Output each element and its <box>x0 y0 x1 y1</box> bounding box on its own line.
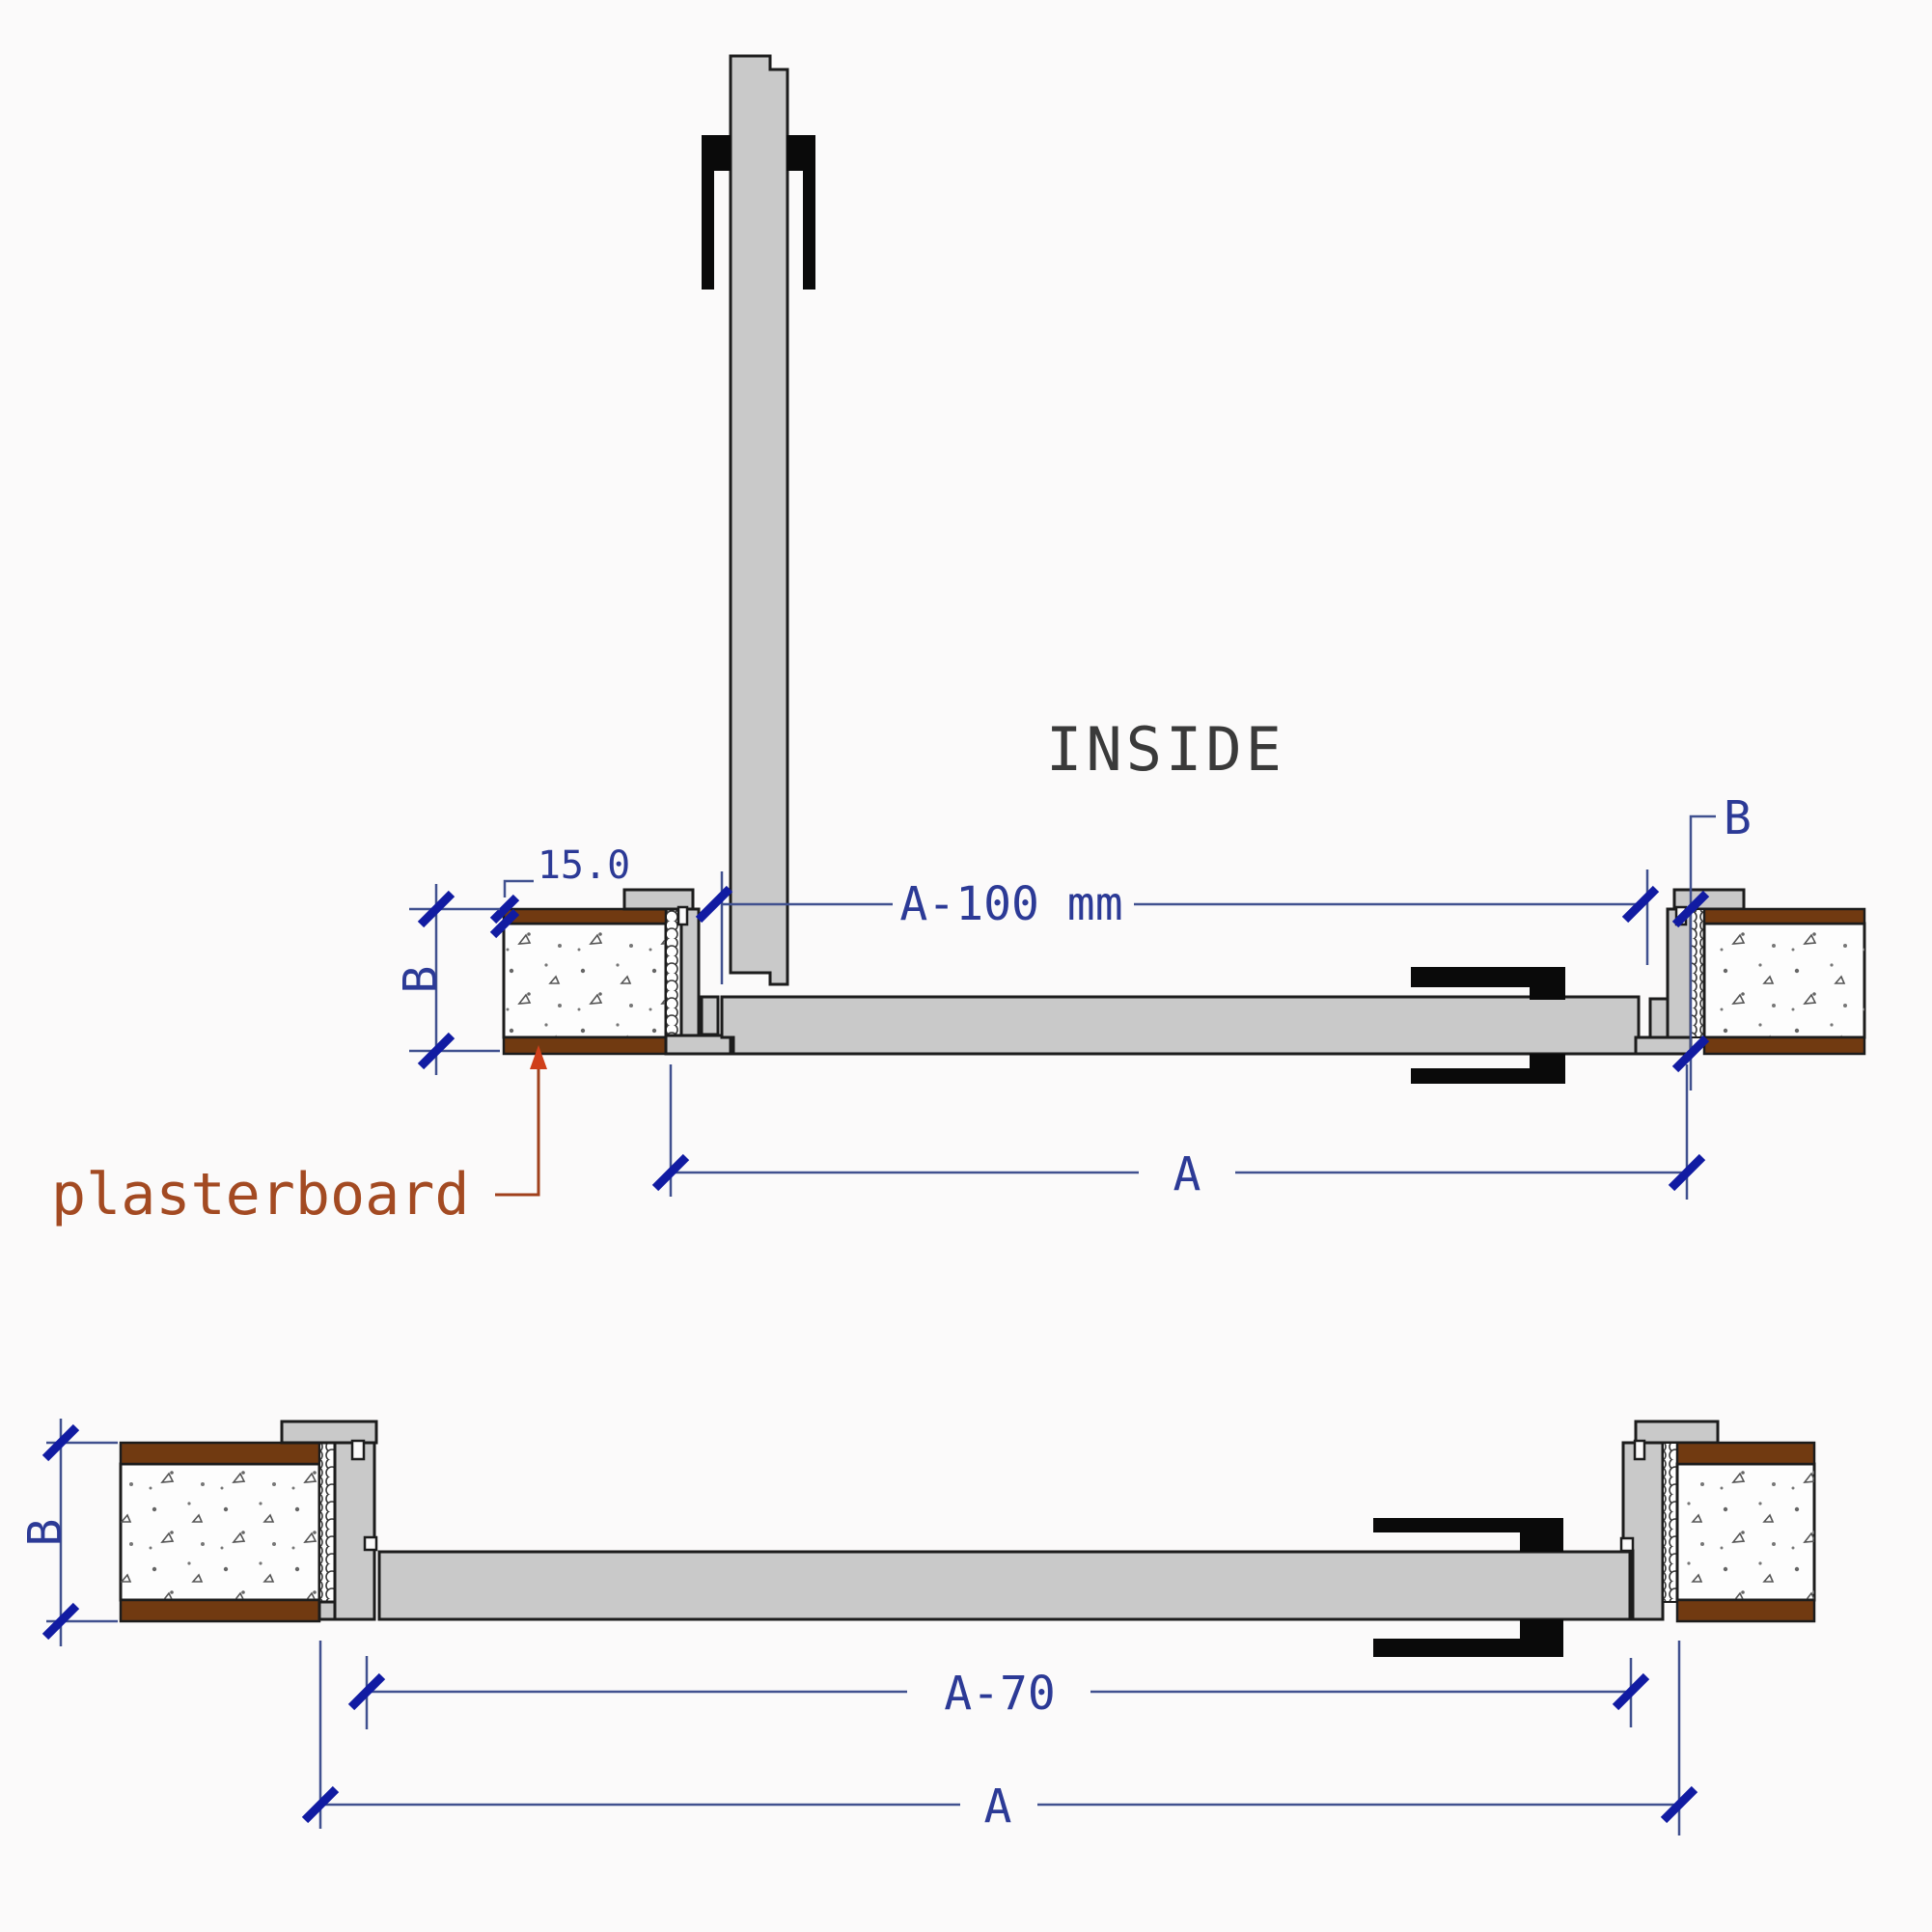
frame-foot <box>1634 1035 1693 1056</box>
door-leaf-closed <box>720 995 1641 1056</box>
dim-label-b: B <box>1724 791 1752 845</box>
dim-a-top-opening: A <box>651 1064 1706 1201</box>
door-handle-open <box>702 135 815 290</box>
dim-b-left-top: B <box>394 884 500 1075</box>
frame-seal-left <box>665 908 682 1038</box>
frame-body <box>679 907 701 1039</box>
dim-label-a70: A-70 <box>944 1667 1056 1721</box>
frame-groove <box>676 905 689 926</box>
plasterboard-callout: plasterboard <box>51 1045 547 1228</box>
dim-label-15: 15.0 <box>538 843 630 888</box>
frame-stop <box>1648 997 1670 1039</box>
frame-casing <box>1634 1420 1720 1445</box>
handle-bracket-top <box>1373 1518 1563 1552</box>
door-handle-closed <box>1411 967 1565 1084</box>
frame-groove-side <box>1619 1536 1635 1553</box>
frame-body <box>1666 907 1693 1056</box>
dim-a100-clear-opening: A-100 mm <box>695 869 1660 984</box>
door-frame-left-closed <box>280 1420 378 1621</box>
dim-label-b: B <box>18 1519 72 1547</box>
handle-bracket-left <box>702 135 731 290</box>
plasterboard-layer-bottom <box>502 1035 668 1056</box>
handle-bracket-top <box>1411 967 1565 1000</box>
bottom-left-wall <box>119 1441 321 1623</box>
frame-groove-top <box>1633 1439 1646 1461</box>
top-left-wall <box>502 907 668 1056</box>
handle-bracket-right <box>787 135 815 290</box>
plasterboard-arrowhead <box>530 1045 547 1069</box>
dim-b-bottom: B <box>18 1419 118 1646</box>
wall-core-speckle <box>121 1464 319 1600</box>
door-leaf-open <box>729 54 789 986</box>
frame-seal-right <box>1662 1442 1678 1603</box>
wall-core-speckle <box>1677 1464 1814 1600</box>
top-right-wall <box>1702 907 1866 1056</box>
frame-body <box>333 1441 376 1621</box>
frame-seal-right <box>1690 908 1705 1038</box>
dim-a-bottom-opening: A <box>301 1641 1698 1835</box>
frame-stop <box>700 995 720 1036</box>
frame-casing <box>622 888 695 911</box>
dim-b-right-top: B <box>1671 791 1752 1090</box>
plasterboard-leader-line <box>495 1063 540 1197</box>
door-frame-left <box>622 888 732 1056</box>
handle-bracket-bottom <box>1373 1619 1563 1657</box>
door-handle-closed <box>1373 1518 1563 1657</box>
inside-label: INSIDE <box>1046 714 1285 785</box>
dim-a70-door-width: A-70 <box>347 1656 1650 1729</box>
wall-core-speckle <box>1704 924 1864 1037</box>
bottom-right-wall <box>1675 1441 1816 1623</box>
wall-core-speckle <box>504 924 666 1037</box>
plasterboard-layer-bottom <box>119 1598 321 1623</box>
plasterboard-layer-bottom <box>1675 1598 1816 1623</box>
plasterboard-layer-top <box>1702 907 1866 925</box>
handle-bracket-bottom <box>1411 1054 1565 1084</box>
plasterboard-layer-top <box>502 907 668 925</box>
frame-seal-left <box>318 1442 336 1603</box>
dim-label-a: A <box>984 1780 1012 1834</box>
dim-label-b: B <box>394 966 448 994</box>
plasterboard-layer-top <box>1675 1441 1816 1466</box>
frame-groove-top <box>350 1439 366 1461</box>
frame-groove-side <box>363 1535 378 1552</box>
plasterboard-layer-top <box>119 1441 321 1466</box>
frame-casing <box>280 1420 378 1445</box>
door-leaf-closed <box>377 1550 1632 1621</box>
dim-label-a: A <box>1173 1147 1201 1201</box>
dim-15-plasterboard-thickness: 15.0 <box>489 843 630 939</box>
frame-foot <box>664 1034 732 1056</box>
plasterboard-layer-bottom <box>1702 1035 1866 1056</box>
dim-label-a100: A-100 mm <box>899 877 1122 931</box>
frame-foot <box>317 1600 337 1621</box>
plasterboard-label: plasterboard <box>51 1161 469 1228</box>
